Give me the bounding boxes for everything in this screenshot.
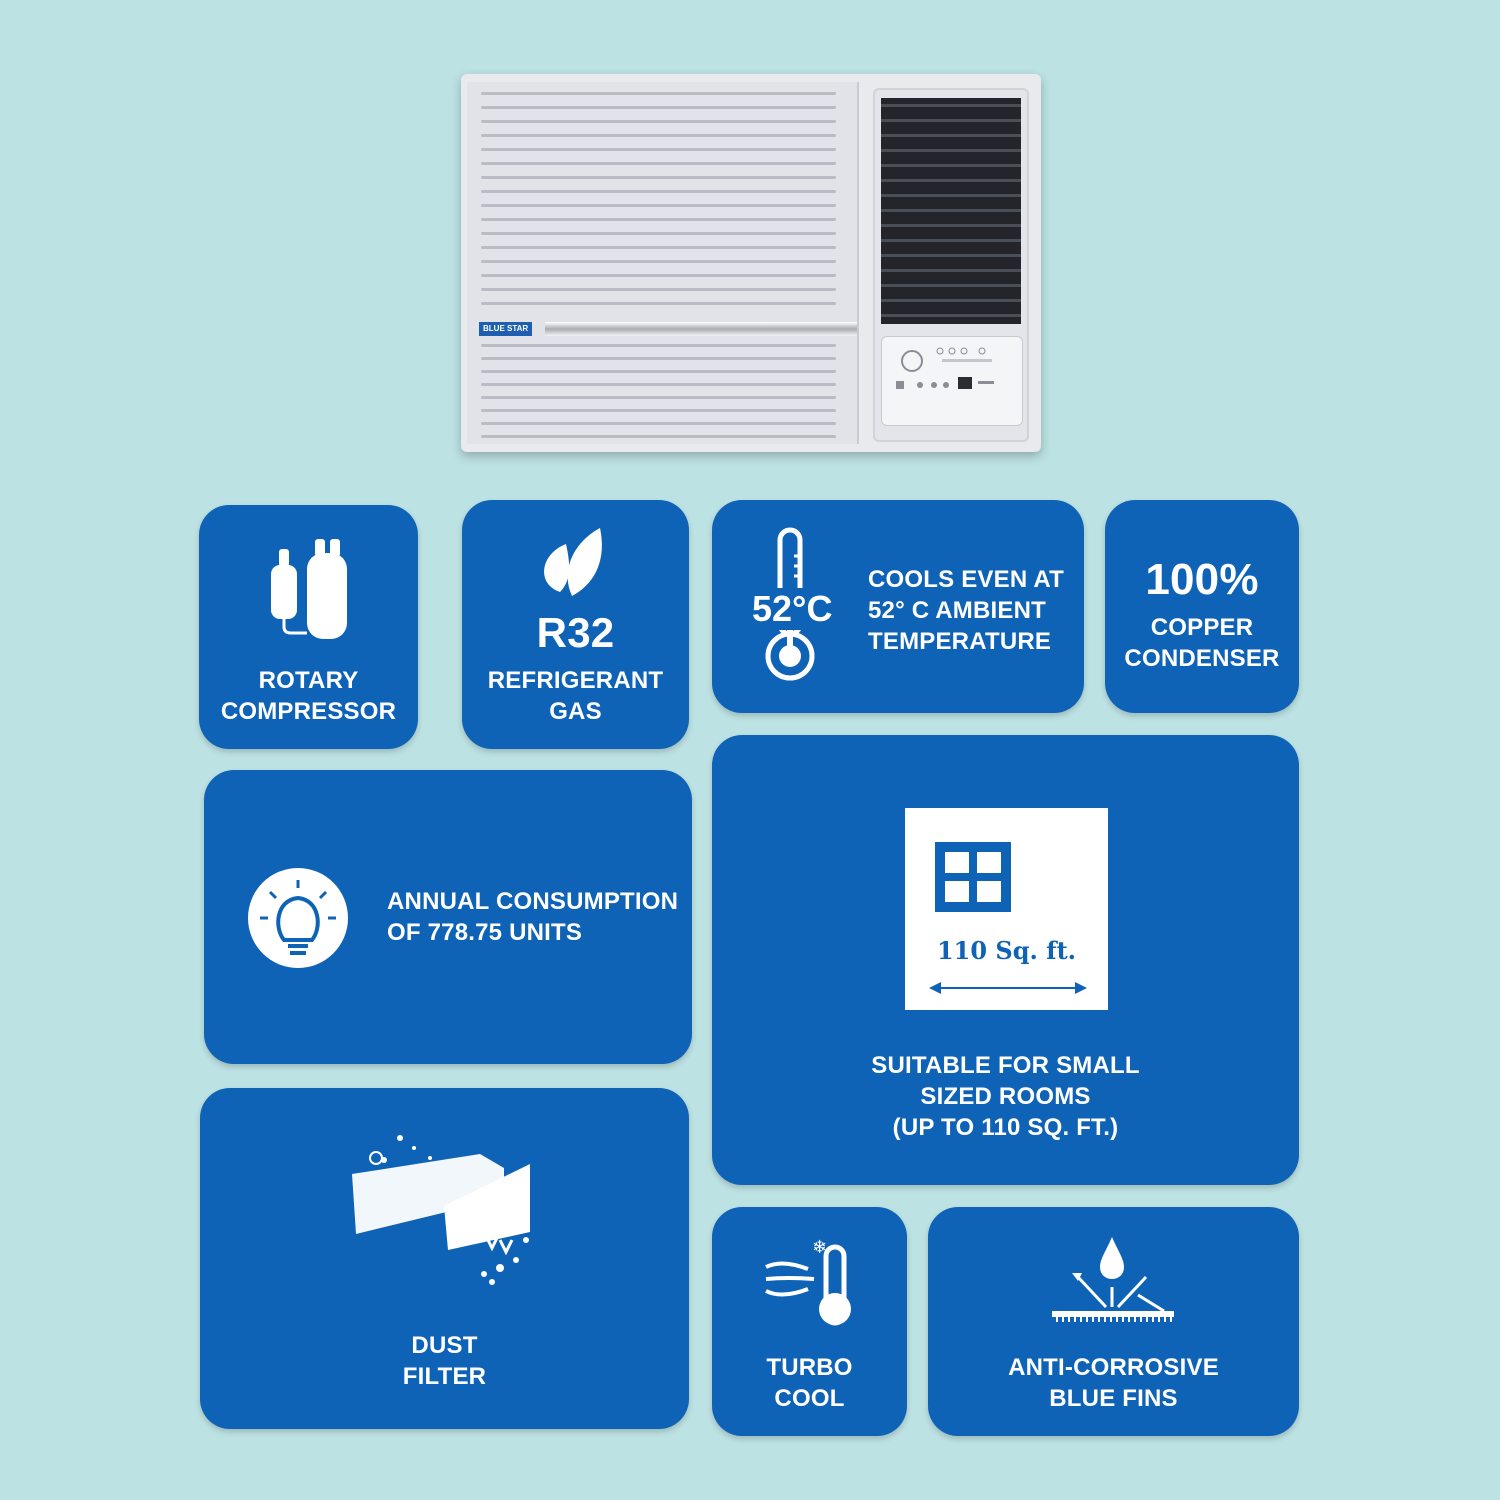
temperature-icon-text: 52°C [750, 588, 835, 630]
control-buttons-icon [896, 347, 994, 389]
room-size-label: SUITABLE FOR SMALL SIZED ROOMS (UP TO 11… [871, 1052, 1140, 1141]
ac-louvers [467, 82, 859, 444]
ac-louver-slat [481, 120, 836, 123]
ac-grille-slat [881, 239, 1021, 242]
ac-grille-slat [881, 284, 1021, 287]
ac-louver-slat [481, 383, 836, 386]
anti-corrosive-fins-label: ANTI-CORROSIVE BLUE FINS [1008, 1354, 1219, 1412]
ac-louver-slat [481, 106, 836, 109]
feature-card-anti-corrosive-fins: ANTI-CORROSIVE BLUE FINS [928, 1207, 1299, 1436]
window-icon [929, 842, 1087, 994]
ac-louver-slat [481, 190, 836, 193]
turbo-cool-icon: ❄ [765, 1237, 851, 1326]
area-text: 110 Sq. ft. [936, 936, 1077, 965]
svg-text:❄: ❄ [812, 1237, 827, 1258]
feature-card-annual-consumption: ANNUAL CONSUMPTION OF 778.75 UNITS [204, 770, 692, 1064]
turbo-cool-label: TURBO COOL [766, 1354, 853, 1412]
ac-louver-slat [481, 260, 836, 263]
ac-louver-slat [481, 396, 836, 399]
refrigerant-gas-label: REFRIGERANT GAS [487, 667, 664, 725]
ac-louver-slat [481, 232, 836, 235]
ac-grille-slat [881, 314, 1021, 317]
r32-title: R32 [536, 609, 615, 656]
ac-louver-slat [481, 288, 836, 291]
ac-chrome-strip [545, 322, 857, 336]
ac-louver-slat [481, 274, 836, 277]
ac-brand-badge: BLUE STAR [479, 322, 533, 336]
window-ac-unit: BLUE STAR [461, 74, 1041, 452]
bulb-icon [248, 868, 348, 968]
feature-card-room-size: 110 Sq. ft. SUITABLE FOR SMALL SIZED ROO… [712, 735, 1299, 1185]
ac-louver-slat [481, 134, 836, 137]
ac-louver-slat [481, 218, 836, 221]
ac-grille-slat [881, 269, 1021, 272]
water-drop-shield-icon [1052, 1237, 1174, 1322]
ac-louver-slat [481, 435, 836, 438]
thermometer-icon [765, 527, 815, 681]
ac-grille-slat [881, 164, 1021, 167]
ac-grille-slat [881, 299, 1021, 302]
ac-louver-slat [481, 357, 836, 360]
compressor-icon [271, 539, 347, 639]
ac-grille-slat [881, 179, 1021, 182]
ac-louver-slat [481, 162, 836, 165]
ac-louver-slat [481, 370, 836, 373]
feature-card-ambient-temperature: 52°C COOLS EVEN AT 52° C AMBIENT TEMPERA… [712, 500, 1084, 713]
ac-grille-slat [881, 104, 1021, 107]
ac-louver-slat [481, 344, 836, 347]
ac-louver-slat [481, 302, 836, 305]
ac-louver-slat [481, 92, 836, 95]
feature-card-turbo-cool: ❄ TURBO COOL [712, 1207, 907, 1436]
ac-louver-slat [481, 148, 836, 151]
ac-grille-slat [881, 149, 1021, 152]
copper-condenser-label: COPPER CONDENSER [1124, 614, 1280, 672]
ac-control-panel [881, 336, 1023, 426]
leaf-icon [544, 528, 602, 596]
ac-grille-slat [881, 194, 1021, 197]
ac-louver-slat [481, 422, 836, 425]
ac-grille-slat [881, 134, 1021, 137]
ac-grille-slat [881, 254, 1021, 257]
ac-louver-slat [481, 176, 836, 179]
rotary-compressor-label: ROTARY COMPRESSOR [220, 667, 397, 725]
annual-consumption-label: ANNUAL CONSUMPTION OF 778.75 UNITS [387, 888, 679, 946]
ac-air-grille [881, 98, 1021, 324]
ac-grille-slat [881, 119, 1021, 122]
ambient-temperature-label: COOLS EVEN AT 52° C AMBIENT TEMPERATURE [868, 566, 1064, 655]
ac-louver-slat [481, 246, 836, 249]
ac-grille-slat [881, 224, 1021, 227]
feature-card-r32: R32 REFRIGERANT GAS [462, 500, 689, 749]
dust-filter-icon [352, 1135, 530, 1285]
ac-louver-slat [481, 409, 836, 412]
room-size-illustration: 110 Sq. ft. [905, 808, 1108, 1010]
ac-grille-slat [881, 209, 1021, 212]
ac-control-section [873, 88, 1029, 442]
ac-louver-slat [481, 204, 836, 207]
dust-filter-label: DUST FILTER [402, 1332, 487, 1390]
copper-percent: 100% [1145, 555, 1259, 604]
feature-card-dust-filter: DUST FILTER [200, 1088, 689, 1429]
feature-card-rotary-compressor: ROTARY COMPRESSOR [199, 505, 418, 749]
feature-card-copper-condenser: 100% COPPER CONDENSER [1105, 500, 1299, 713]
